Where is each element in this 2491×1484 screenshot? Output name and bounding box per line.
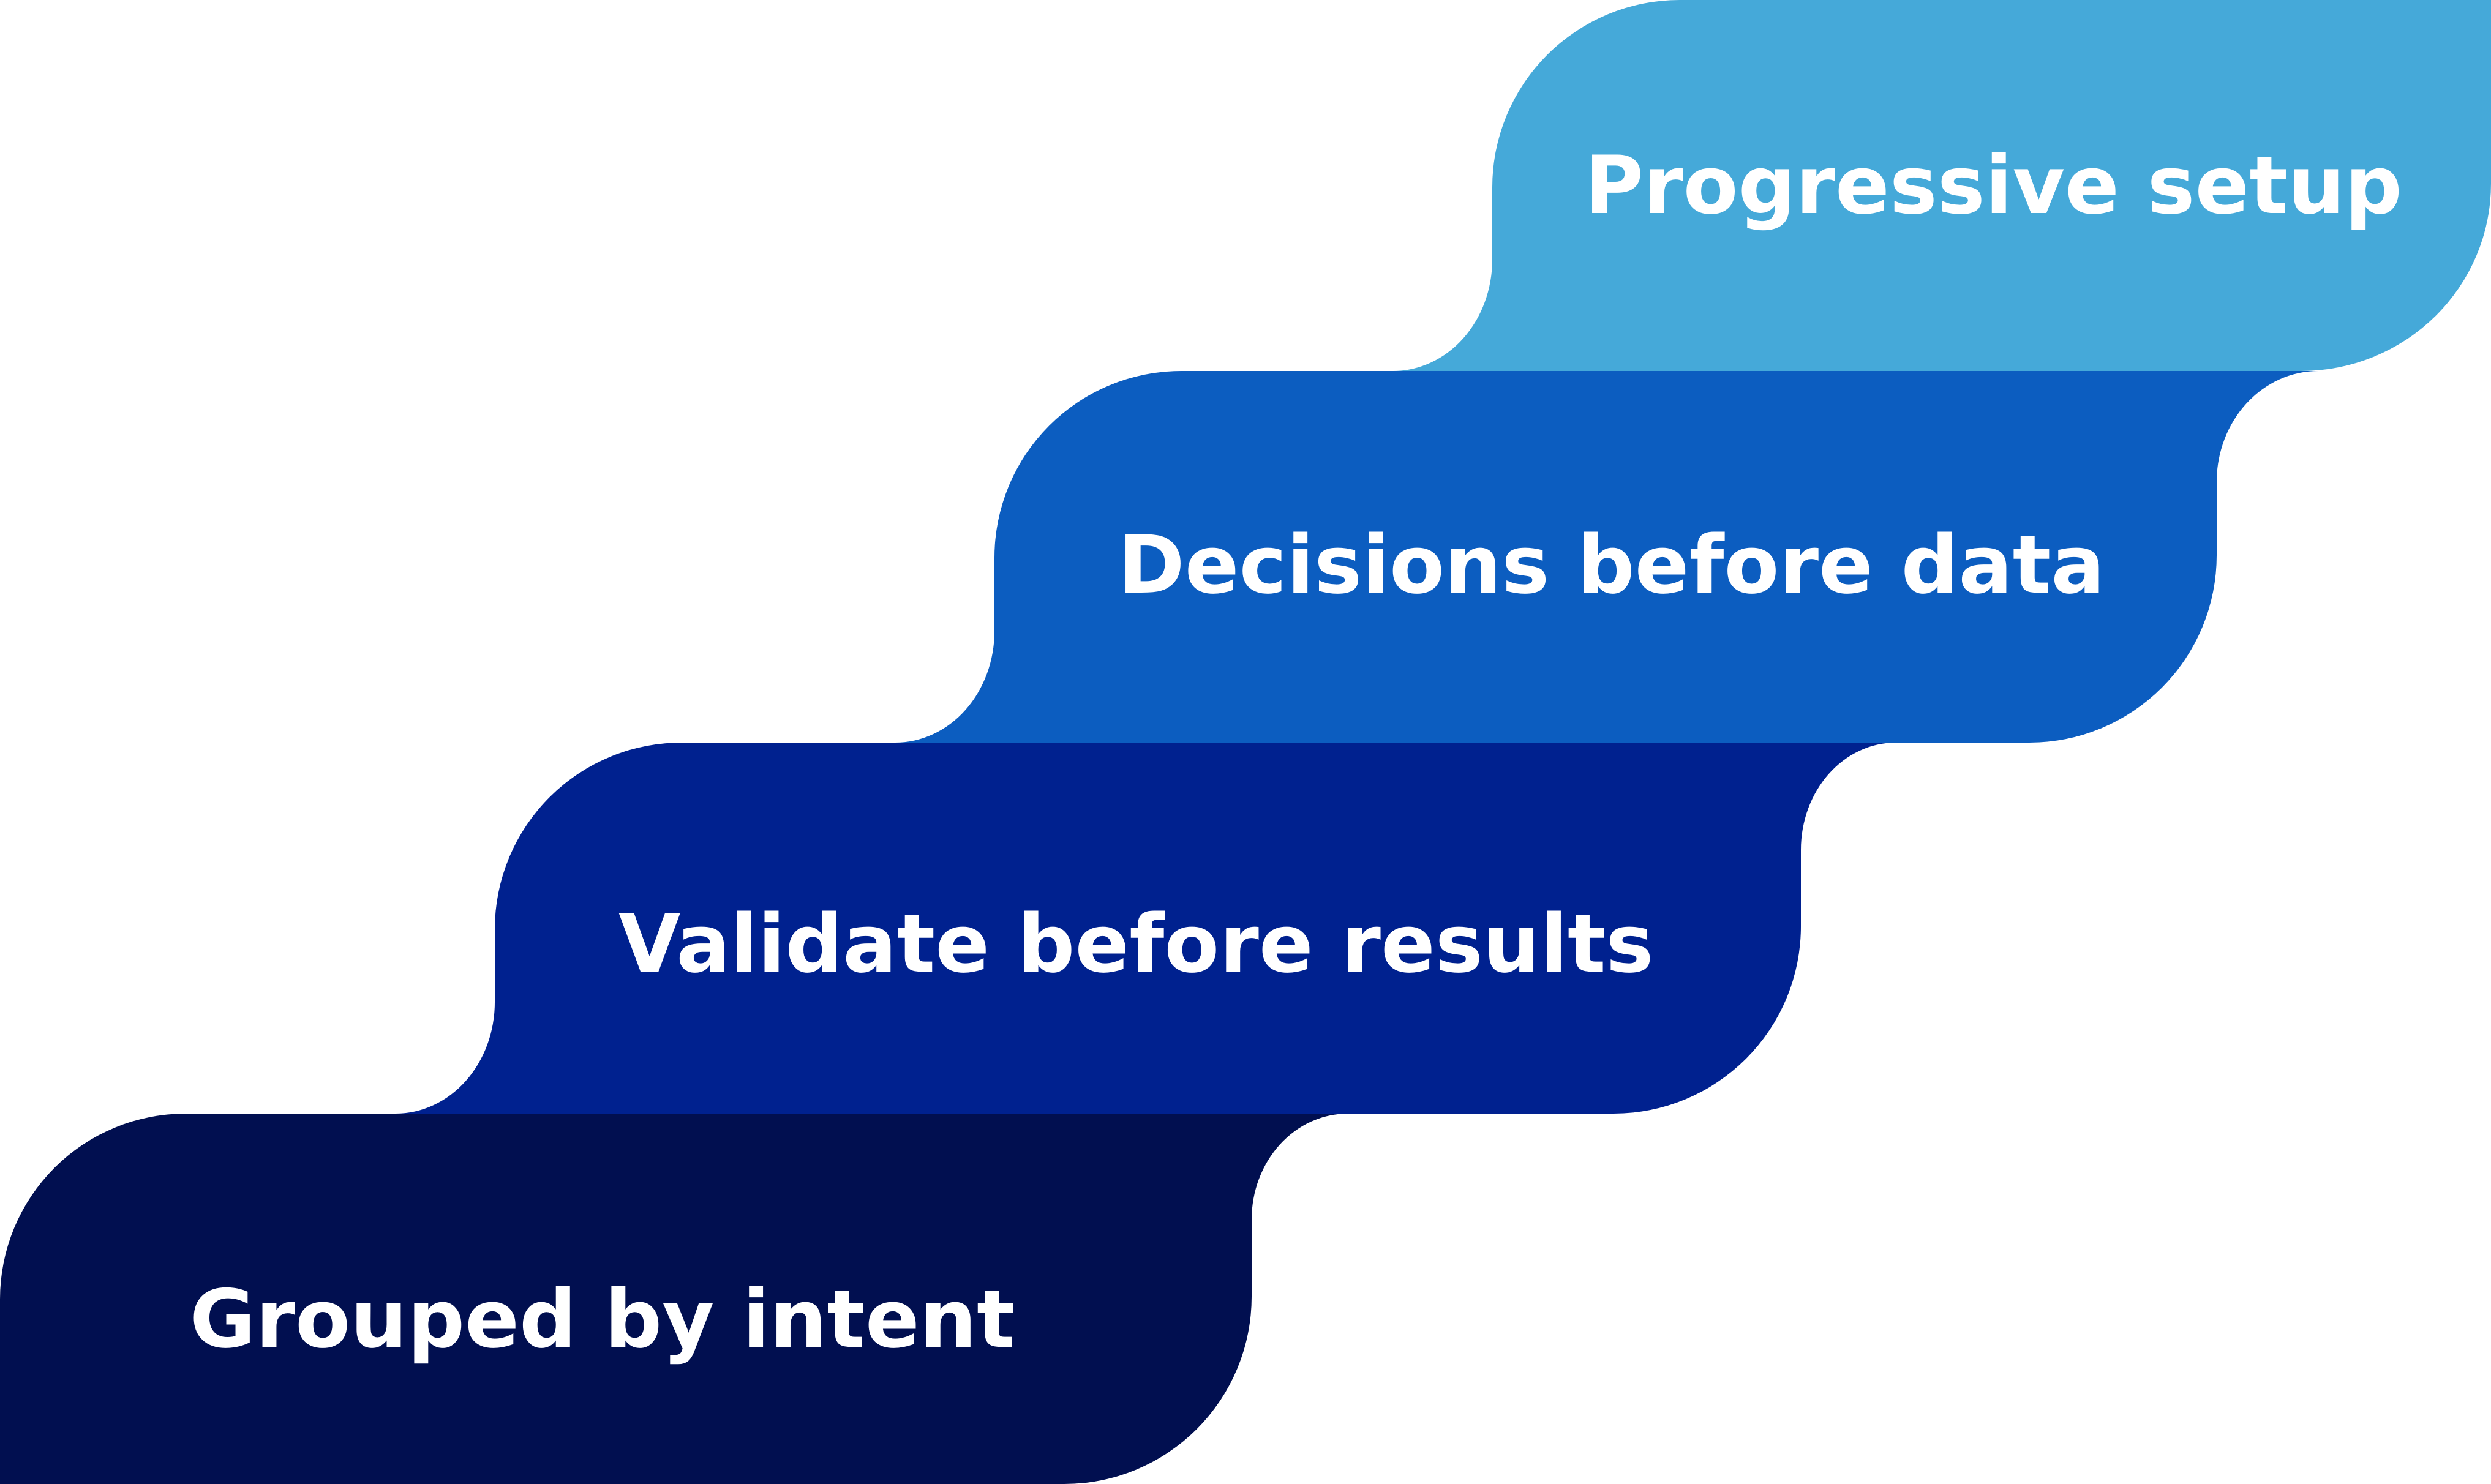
step-decisions-before-data-label: Decisions before data bbox=[1118, 518, 2105, 612]
step-validate-before-results-label: Validate before results bbox=[618, 897, 1654, 991]
step-decisions-before-data: Decisions before data bbox=[895, 371, 2318, 743]
step-decisions-before-data-shape bbox=[895, 371, 2318, 743]
step-progressive-setup-shape bbox=[1393, 0, 2491, 371]
step-grouped-by-intent-label: Grouped by intent bbox=[190, 1272, 1015, 1366]
step-progressive-setup-label: Progressive setup bbox=[1585, 138, 2402, 232]
step-validate-before-results: Validate before results bbox=[396, 742, 1896, 1114]
step-validate-before-results-shape bbox=[396, 742, 1896, 1114]
step-grouped-by-intent: Grouped by intent bbox=[0, 1114, 1348, 1484]
step-grouped-by-intent-shape bbox=[0, 1114, 1348, 1484]
step-progressive-setup: Progressive setup bbox=[1393, 0, 2491, 371]
